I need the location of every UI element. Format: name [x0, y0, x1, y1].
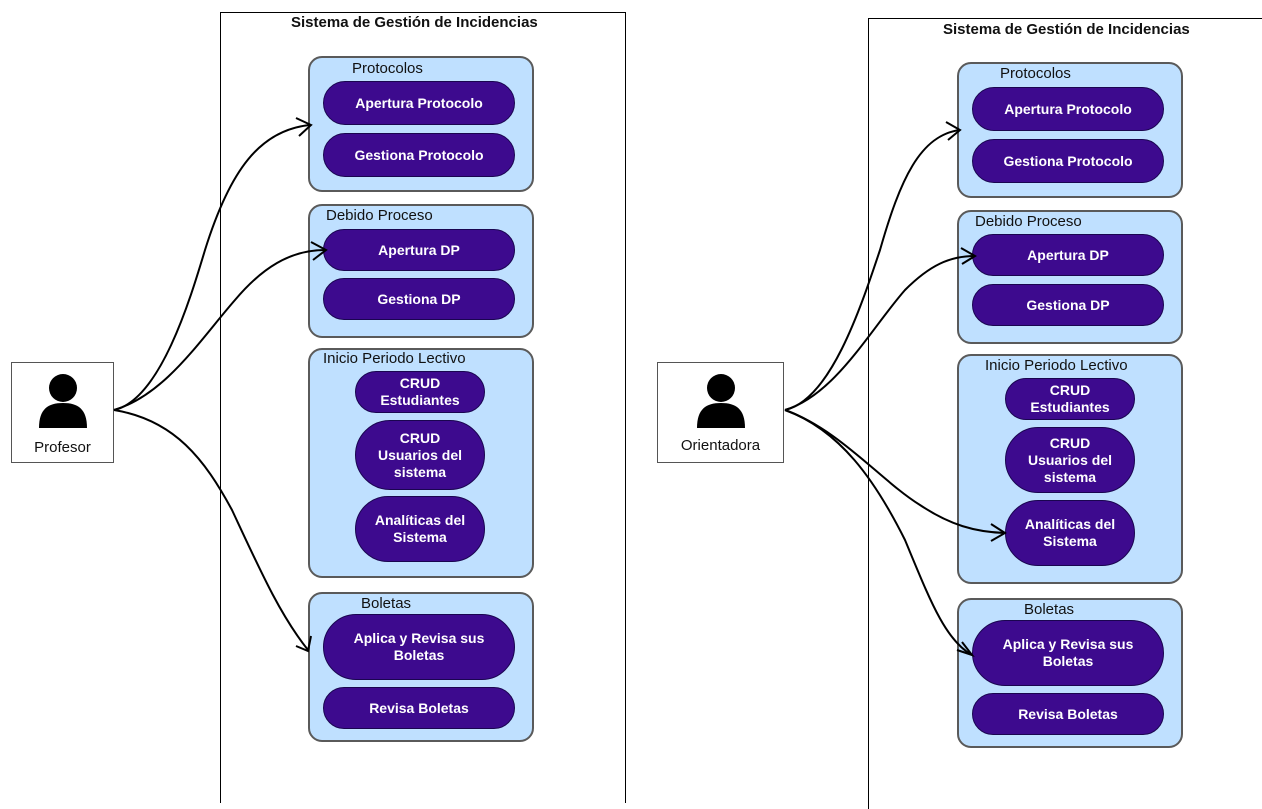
usecase-crud-usuarios-right[interactable]: CRUD Usuarios del sistema: [1005, 427, 1135, 493]
usecase-gestiona-dp[interactable]: Gestiona DP: [323, 278, 515, 320]
usecase-gestiona-dp-right[interactable]: Gestiona DP: [972, 284, 1164, 326]
usecase-gestiona-protocolo-right[interactable]: Gestiona Protocolo: [972, 139, 1164, 183]
usecase-revisa-boletas[interactable]: Revisa Boletas: [323, 687, 515, 729]
group-title-protocolos: Protocolos: [352, 60, 423, 77]
person-icon: [697, 374, 745, 428]
group-title-inicio-periodo: Inicio Periodo Lectivo: [323, 350, 466, 367]
usecase-crud-usuarios[interactable]: CRUD Usuarios del sistema: [355, 420, 485, 490]
usecase-crud-estudiantes-right[interactable]: CRUD Estudiantes: [1005, 378, 1135, 420]
usecase-analiticas-sistema[interactable]: Analíticas del Sistema: [355, 496, 485, 562]
usecase-aplica-revisa-boletas-right[interactable]: Aplica y Revisa sus Boletas: [972, 620, 1164, 686]
usecase-apertura-protocolo-right[interactable]: Apertura Protocolo: [972, 87, 1164, 131]
usecase-apertura-dp-right[interactable]: Apertura DP: [972, 234, 1164, 276]
actor-label-profesor: Profesor: [34, 439, 91, 456]
group-title-inicio-periodo-right: Inicio Periodo Lectivo: [985, 357, 1128, 374]
group-title-boletas-right: Boletas: [1024, 601, 1075, 618]
person-icon: [39, 374, 87, 428]
usecase-analiticas-sistema-right[interactable]: Analíticas del Sistema: [1005, 500, 1135, 566]
system-title-right: Sistema de Gestión de Incidencias: [943, 21, 1190, 38]
actor-orientadora[interactable]: Orientadora: [657, 362, 784, 463]
usecase-gestiona-protocolo[interactable]: Gestiona Protocolo: [323, 133, 515, 177]
system-title-left: Sistema de Gestión de Incidencias: [291, 14, 538, 31]
usecase-crud-estudiantes[interactable]: CRUD Estudiantes: [355, 371, 485, 413]
usecase-apertura-dp[interactable]: Apertura DP: [323, 229, 515, 271]
group-title-debido-proceso-right: Debido Proceso: [975, 213, 1082, 230]
actor-label-orientadora: Orientadora: [680, 437, 761, 454]
usecase-revisa-boletas-right[interactable]: Revisa Boletas: [972, 693, 1164, 735]
group-title-boletas: Boletas: [361, 595, 412, 612]
actor-profesor[interactable]: Profesor: [11, 362, 114, 463]
group-title-protocolos-right: Protocolos: [1000, 65, 1071, 82]
usecase-apertura-protocolo[interactable]: Apertura Protocolo: [323, 81, 515, 125]
usecase-aplica-revisa-boletas[interactable]: Aplica y Revisa sus Boletas: [323, 614, 515, 680]
group-title-debido-proceso: Debido Proceso: [326, 207, 433, 224]
